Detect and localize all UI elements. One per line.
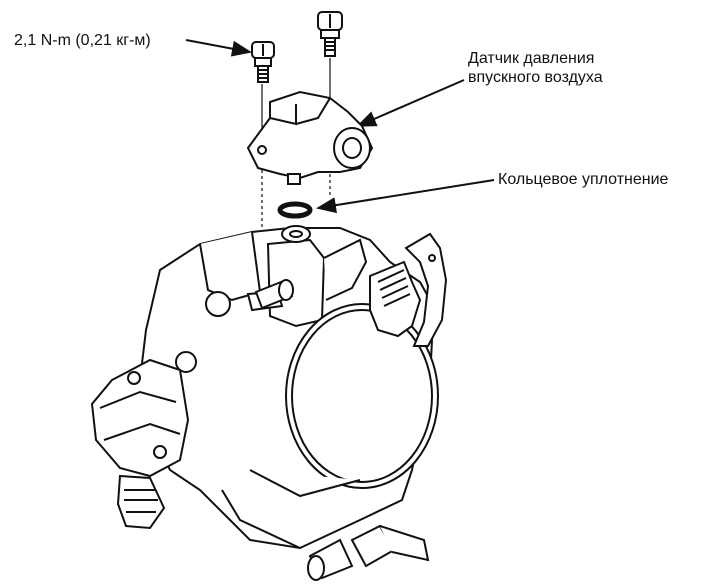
torque-spec-label: 2,1 N-m (0,21 кг-м) <box>14 32 151 49</box>
bolt-left <box>251 41 275 83</box>
o-ring <box>277 201 313 219</box>
coolant-pipes <box>307 524 430 581</box>
idle-actuator <box>90 358 190 530</box>
map-sensor-label-line2: впускного воздуха <box>468 69 603 86</box>
boss-small <box>254 278 294 310</box>
map-sensor <box>246 90 374 185</box>
bolt-right <box>317 11 343 57</box>
throttle-linkage <box>369 232 448 347</box>
oring-leader <box>316 179 495 214</box>
o-ring-label: Кольцевое уплотнение <box>498 171 669 188</box>
throttle-body <box>138 225 439 550</box>
sensor-leader <box>356 79 465 127</box>
torque-leader <box>185 39 252 57</box>
leader-lines <box>185 39 495 214</box>
map-sensor-label: Датчик давления впускного воздуха <box>468 49 603 87</box>
map-sensor-label-line1: Датчик давления <box>468 50 595 67</box>
